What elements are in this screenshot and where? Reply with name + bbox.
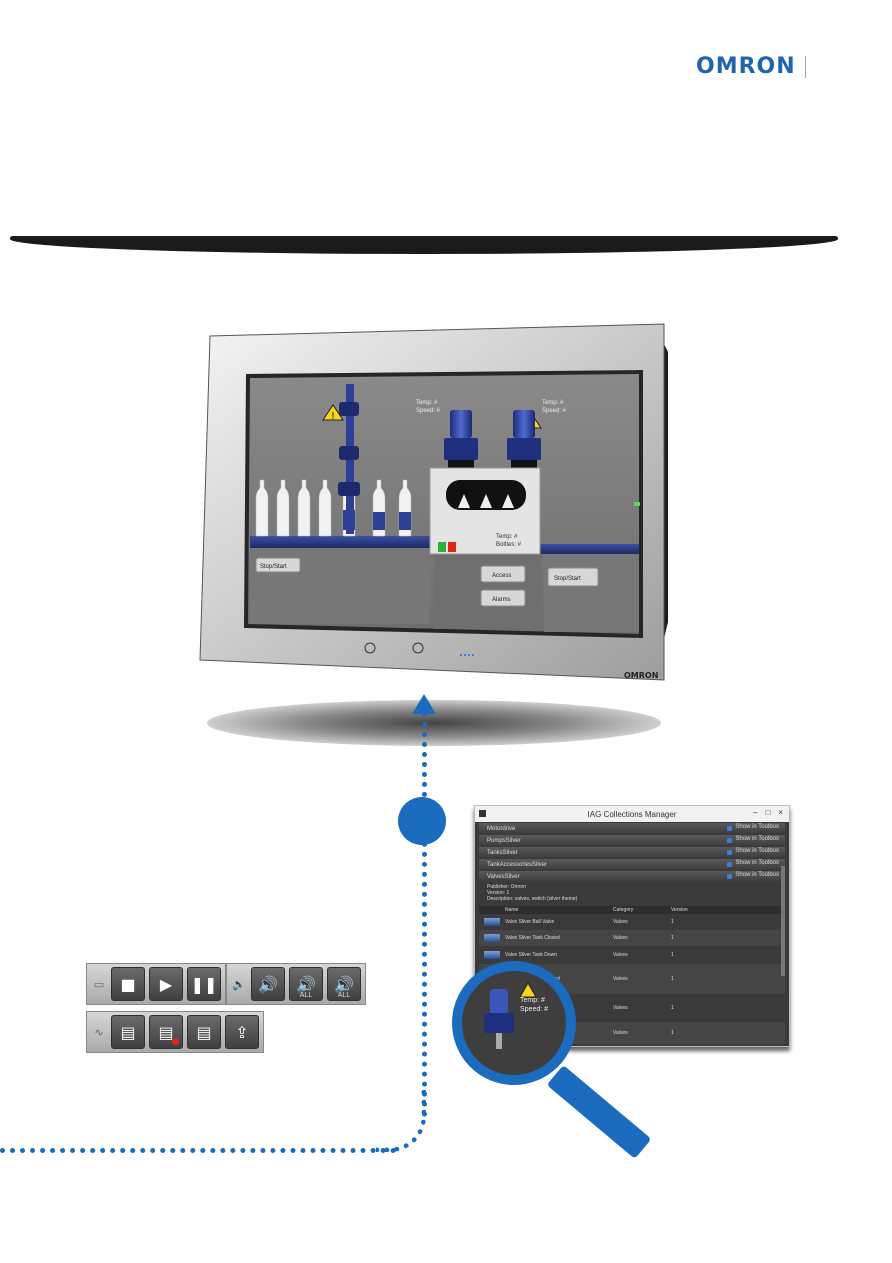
collection-group[interactable]: TanksSilver Show in Toolbox [479, 847, 785, 858]
arrow-up-icon [412, 694, 436, 714]
column-header-category[interactable]: Category [613, 907, 634, 913]
data-log-icon[interactable]: ▤ [111, 1015, 145, 1049]
magnified-speed: Speed: # [520, 1006, 549, 1013]
magnified-temp: Temp: # [520, 997, 545, 1004]
stop-start-left-button[interactable]: Stop/Start [255, 557, 301, 573]
magnifier-handle [546, 1065, 652, 1159]
bottle [255, 479, 269, 537]
bottle [318, 479, 332, 537]
display-icon: ▭ [93, 977, 105, 991]
column-header-version[interactable]: Version [671, 907, 688, 913]
stop-icon[interactable]: ■ [111, 967, 145, 1001]
close-button[interactable]: × [778, 808, 783, 817]
table-row[interactable]: Valves 1 [613, 1005, 674, 1011]
connector-node [398, 797, 446, 845]
pump-right-temp: Temp: # [542, 400, 564, 406]
show-in-toolbox-toggle[interactable]: Show in Toolbox [727, 848, 779, 855]
svg-text:!: ! [331, 411, 335, 422]
group-label: Motordrive [487, 825, 516, 832]
table-header: Name Category Version [479, 906, 785, 914]
power-led [634, 502, 640, 506]
filler-bottles: Bottles: # [496, 542, 522, 548]
magnified-pump [484, 981, 537, 1049]
scrollbar[interactable] [781, 866, 785, 976]
filler-temp: Temp: # [496, 534, 518, 540]
trend-icon: ∿ [94, 1025, 104, 1039]
collection-group[interactable]: Motordrive Show in Toolbox [479, 823, 785, 834]
data-record-icon[interactable]: ▤ [149, 1015, 183, 1049]
status-leds [460, 654, 474, 656]
pump-right [507, 410, 541, 468]
hmi-monitor: ! ! Temp: # Speed: # Temp: # Speed: # Te… [199, 323, 668, 681]
column-header-name[interactable]: Name [505, 907, 519, 913]
magnifier-lens: Temp: # Speed: # [452, 961, 576, 1085]
play-icon[interactable]: ▶ [149, 967, 183, 1001]
pump-left-speed: Speed: # [416, 408, 441, 414]
publisher-text: Publisher: Omron [487, 884, 526, 890]
bezel-logo: OMRON [624, 671, 658, 680]
show-in-toolbox-toggle[interactable]: Show in Toolbox [727, 836, 779, 843]
logo-divider [805, 56, 806, 78]
app-icon [479, 810, 486, 817]
bottle [276, 479, 290, 537]
connector-line-corner [376, 1090, 426, 1152]
valve-icon [484, 934, 500, 942]
group-label: ValvesSilver [487, 873, 520, 880]
access-button[interactable]: Access [480, 565, 526, 583]
bottle [297, 479, 311, 537]
svg-text:Stop/Start: Stop/Start [260, 564, 287, 570]
svg-text:Access: Access [492, 573, 511, 579]
window-titlebar: IAG Collections Manager – □ × [475, 806, 789, 822]
group-label: PumpsSilver [487, 837, 521, 844]
pump-left [444, 410, 478, 468]
minimize-button[interactable]: – [753, 808, 758, 817]
alarms-button[interactable]: Alarms [480, 589, 526, 607]
speaker-check-icon[interactable]: 🔊 [251, 967, 285, 1001]
connector-line-vertical [422, 712, 427, 1117]
warning-icon [322, 404, 344, 421]
data-delete-icon[interactable]: ▤ [187, 1015, 221, 1049]
bezel-button-left [364, 642, 376, 654]
stop-start-right-button[interactable]: Stop/Start [547, 567, 599, 587]
speaker-all-delete-icon[interactable]: 🔊ALL [327, 967, 361, 1001]
svg-text:Stop/Start: Stop/Start [554, 576, 581, 582]
version-text: Version: 1 [487, 890, 510, 896]
pump-right-speed: Speed: # [542, 408, 567, 414]
window-title: IAG Collections Manager [587, 809, 677, 819]
maximize-button[interactable]: □ [765, 808, 771, 817]
collection-group[interactable]: TankAccessoriesSilver Show in Toolbox [479, 859, 785, 870]
table-row[interactable]: Valve Silver Tank Down Valves 1 [479, 946, 785, 964]
machine-cabinet-right [544, 550, 639, 632]
show-in-toolbox-toggle[interactable]: Show in Toolbox [727, 860, 779, 867]
show-in-toolbox-toggle[interactable]: Show in Toolbox [727, 824, 779, 831]
green-indicator [438, 542, 446, 552]
valve-icon [484, 918, 500, 926]
show-in-toolbox-toggle[interactable]: Show in Toolbox [727, 872, 779, 879]
collection-metadata: Publisher: Omron Version: 1 Description:… [475, 882, 789, 904]
svg-text:Alarms: Alarms [492, 597, 511, 603]
data-export-icon[interactable]: ⇪ [225, 1015, 259, 1049]
pump-left-temp: Temp: # [416, 400, 438, 406]
group-label: TankAccessoriesSilver [487, 861, 548, 868]
collection-group[interactable]: ValvesSilver Show in Toolbox [479, 871, 785, 882]
speaker-icon: 🔊 [232, 977, 246, 991]
conveyor-belt [250, 536, 430, 548]
pause-icon[interactable]: ❚❚ [187, 967, 221, 1001]
speaker-all-check-icon[interactable]: 🔊ALL [289, 967, 323, 1001]
red-indicator [448, 542, 456, 552]
connector-line-horizontal [0, 1148, 396, 1153]
bezel-button-right [412, 642, 424, 654]
omron-logo: OMRON [696, 54, 796, 79]
group-label: TanksSilver [487, 849, 518, 856]
monitor-shadow [207, 700, 661, 746]
collection-group[interactable]: PumpsSilver Show in Toolbox [479, 835, 785, 846]
table-row[interactable]: Valve Silver Tank Closed Valves 1 [479, 930, 785, 946]
valve-icon [484, 951, 500, 959]
video-toolbar: ▭ ■ ▶ ❚❚ [86, 963, 226, 1005]
data-toolbar: ∿ ▤ ▤ ▤ ⇪ [86, 1011, 264, 1053]
table-row[interactable]: Valve Silver Ball Valve Valves 1 [479, 914, 785, 930]
audio-toolbar: 🔊 🔊 🔊ALL 🔊ALL [226, 963, 366, 1005]
header-divider-band [10, 236, 838, 254]
description-text: Description: valves, switch (silver them… [487, 896, 578, 902]
